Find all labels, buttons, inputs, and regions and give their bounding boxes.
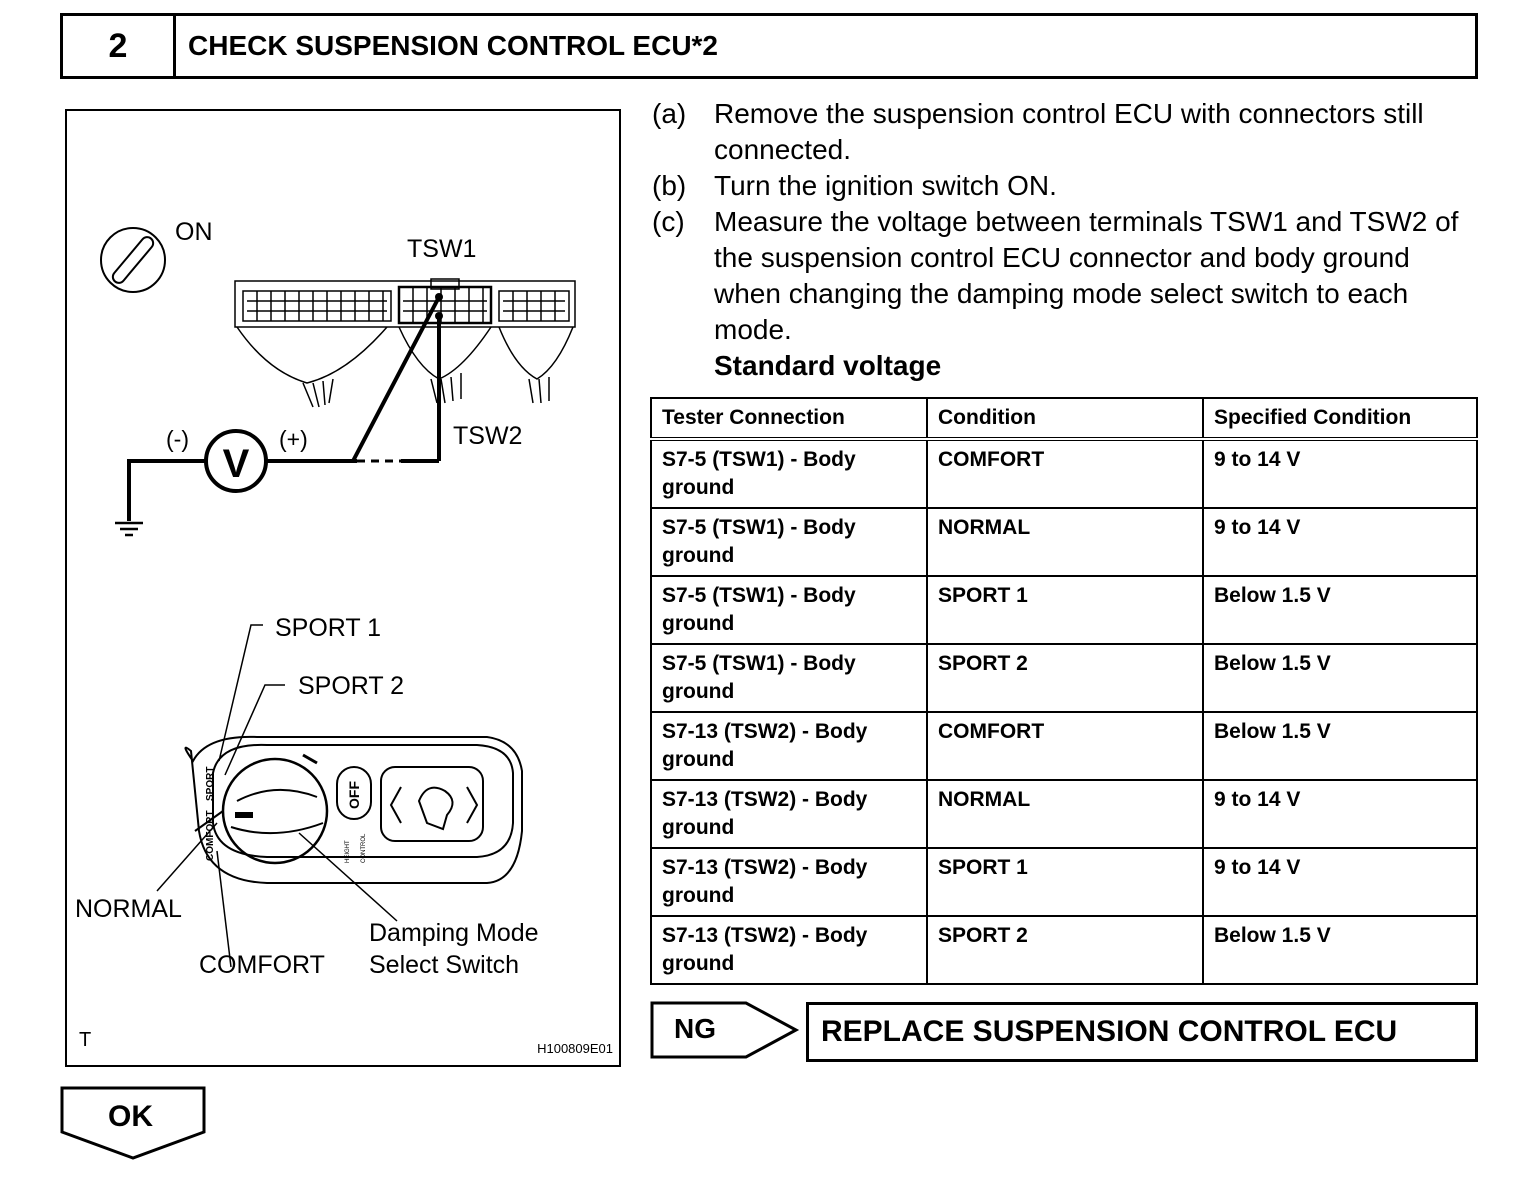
table-header-row: Tester Connection Condition Specified Co…	[650, 397, 1478, 441]
ecu-connector-icon	[234, 278, 576, 408]
tsw2-label: TSW2	[453, 422, 522, 450]
control-text: CONTROL	[361, 833, 367, 863]
header-condition: Condition	[926, 397, 1204, 441]
knob-sport-text: SPORT	[205, 767, 216, 801]
tester-connection-cell: S7-13 (TSW2) - Body ground	[650, 847, 928, 917]
height-text: HEIGHT	[345, 840, 351, 863]
off-button-text: OFF	[346, 781, 362, 809]
tester-connection-cell: S7-5 (TSW1) - Body ground	[650, 575, 928, 645]
instructions: (a) Remove the suspension control ECU wi…	[652, 96, 1472, 384]
ignition-on-label: ON	[175, 218, 213, 246]
instruction-c: (c) Measure the voltage between terminal…	[652, 204, 1472, 348]
table-row: S7-13 (TSW2) - Body ground COMFORT Below…	[650, 711, 1478, 781]
leader-lines	[156, 624, 398, 968]
instruction-c-label: (c)	[652, 206, 685, 237]
table-row: S7-5 (TSW1) - Body ground SPORT 1 Below …	[650, 575, 1478, 645]
header-specified-condition: Specified Condition	[1202, 397, 1478, 441]
table-row: S7-13 (TSW2) - Body ground NORMAL 9 to 1…	[650, 779, 1478, 849]
voltmeter-icon: V	[204, 429, 268, 493]
ng-label: NG	[674, 1013, 716, 1044]
condition-cell: NORMAL	[926, 507, 1204, 577]
specified-condition-cell: 9 to 14 V	[1202, 438, 1478, 509]
step-number: 2	[63, 16, 176, 76]
tester-connection-cell: S7-13 (TSW2) - Body ground	[650, 711, 928, 781]
wiring-illustration: ON TSW1	[65, 109, 621, 1067]
specified-condition-cell: 9 to 14 V	[1202, 779, 1478, 849]
specified-condition-cell: Below 1.5 V	[1202, 711, 1478, 781]
tsw1-label: TSW1	[407, 235, 476, 263]
comfort-label: COMFORT	[199, 951, 325, 979]
specification-table: Tester Connection Condition Specified Co…	[650, 397, 1478, 985]
switch-label-line2: Select Switch	[369, 951, 519, 979]
condition-cell: SPORT 1	[926, 575, 1204, 645]
table-row: S7-5 (TSW1) - Body ground COMFORT 9 to 1…	[650, 438, 1478, 509]
condition-cell: SPORT 1	[926, 847, 1204, 917]
table-row: S7-13 (TSW2) - Body ground SPORT 1 9 to …	[650, 847, 1478, 917]
sport1-label: SPORT 1	[275, 614, 381, 642]
step-header: 2 CHECK SUSPENSION CONTROL ECU*2	[60, 13, 1478, 79]
condition-cell: COMFORT	[926, 438, 1204, 509]
figure-id: H100809E01	[537, 1041, 613, 1056]
test-leads	[127, 293, 443, 521]
instruction-a-text: Remove the suspension control ECU with c…	[714, 98, 1424, 165]
specified-condition-cell: 9 to 14 V	[1202, 507, 1478, 577]
instruction-b-label: (b)	[652, 170, 687, 201]
specified-condition-cell: Below 1.5 V	[1202, 915, 1478, 985]
tester-connection-cell: S7-13 (TSW2) - Body ground	[650, 915, 928, 985]
table-row: S7-5 (TSW1) - Body ground NORMAL 9 to 14…	[650, 507, 1478, 577]
positive-label: (+)	[279, 426, 308, 452]
table-row: S7-5 (TSW1) - Body ground SPORT 2 Below …	[650, 643, 1478, 713]
instruction-c-text: Measure the voltage between terminals TS…	[714, 206, 1459, 345]
specified-condition-cell: Below 1.5 V	[1202, 575, 1478, 645]
instruction-b-text: Turn the ignition switch ON.	[714, 170, 1057, 201]
tester-connection-cell: S7-5 (TSW1) - Body ground	[650, 507, 928, 577]
tester-connection-cell: S7-5 (TSW1) - Body ground	[650, 643, 928, 713]
negative-label: (-)	[166, 426, 189, 452]
ok-arrow-icon	[60, 1086, 206, 1160]
knob-comfort-text: COMFORT	[205, 810, 216, 861]
condition-cell: NORMAL	[926, 779, 1204, 849]
table-row: S7-13 (TSW2) - Body ground SPORT 2 Below…	[650, 915, 1478, 985]
condition-cell: COMFORT	[926, 711, 1204, 781]
instruction-b: (b) Turn the ignition switch ON.	[652, 168, 1472, 204]
condition-cell: SPORT 2	[926, 915, 1204, 985]
voltmeter-symbol: V	[223, 442, 250, 486]
sport2-label: SPORT 2	[298, 672, 404, 700]
tester-connection-cell: S7-13 (TSW2) - Body ground	[650, 779, 928, 849]
specified-condition-cell: Below 1.5 V	[1202, 643, 1478, 713]
standard-voltage-heading: Standard voltage	[714, 350, 942, 381]
normal-label: NORMAL	[75, 895, 182, 923]
ok-label: OK	[108, 1100, 153, 1133]
ignition-key-icon	[100, 227, 166, 293]
corner-code: T	[79, 1029, 91, 1051]
tester-connection-cell: S7-5 (TSW1) - Body ground	[650, 438, 928, 509]
specified-condition-cell: 9 to 14 V	[1202, 847, 1478, 917]
switch-label-line1: Damping Mode	[369, 919, 539, 947]
instruction-a: (a) Remove the suspension control ECU wi…	[652, 96, 1472, 168]
damping-mode-switch-icon	[184, 735, 523, 884]
ng-action-box: REPLACE SUSPENSION CONTROL ECU	[806, 1002, 1478, 1062]
ground-icon	[115, 521, 143, 537]
condition-cell: SPORT 2	[926, 643, 1204, 713]
step-title: CHECK SUSPENSION CONTROL ECU*2	[188, 30, 719, 61]
header-tester-connection: Tester Connection	[650, 397, 928, 441]
instruction-a-label: (a)	[652, 98, 687, 129]
ng-arrow-icon	[650, 1001, 800, 1059]
